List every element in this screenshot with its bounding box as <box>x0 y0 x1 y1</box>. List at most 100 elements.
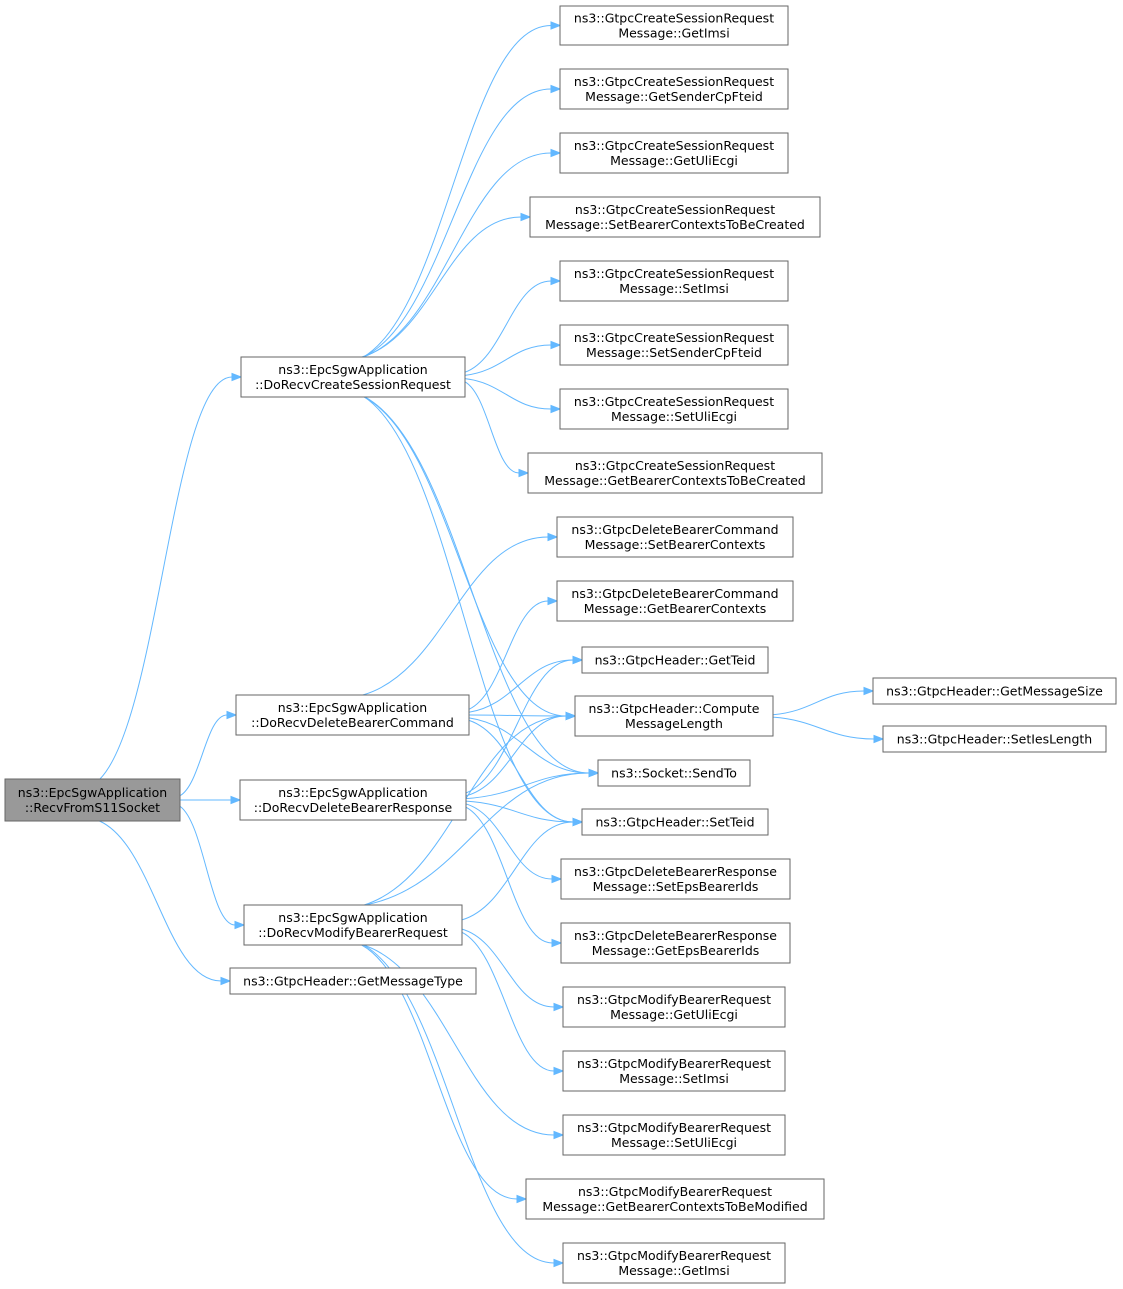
node-c6[interactable]: ns3::GtpcCreateSessionRequestMessage::Se… <box>559 324 789 366</box>
edge-ddbr-to-gteid <box>465 655 584 794</box>
edge-cml-to-gms <box>772 686 875 716</box>
edge-arrowhead <box>553 1002 565 1012</box>
edge-line <box>468 600 549 710</box>
node-m1[interactable]: ns3::GtpcModifyBearerRequestMessage::Get… <box>562 986 786 1028</box>
node-box <box>240 356 466 398</box>
node-gmt[interactable]: ns3::GtpcHeader::GetMessageType <box>229 967 477 995</box>
edge-line <box>363 88 552 358</box>
node-box <box>235 694 470 736</box>
edge-line <box>465 806 553 944</box>
edge-dcsr-to-c3 <box>363 148 562 358</box>
node-label-line: ns3::GtpcCreateSessionRequest <box>575 458 775 473</box>
node-box <box>574 695 774 737</box>
edge-line <box>468 719 574 823</box>
edge-arrowhead <box>516 1194 528 1204</box>
node-label-line: ns3::GtpcHeader::GetMessageType <box>243 974 463 989</box>
node-c1[interactable]: ns3::GtpcCreateSessionRequestMessage::Ge… <box>559 5 789 46</box>
edge-ddbc-to-gteid <box>468 655 584 713</box>
node-steid[interactable]: ns3::GtpcHeader::SetTeid <box>581 808 769 836</box>
edge-arrowhead <box>553 1258 565 1268</box>
edge-arrowhead <box>553 1066 565 1076</box>
edge-root-to-gmt <box>99 820 232 986</box>
node-label-line: ::RecvFromS11Socket <box>25 800 160 815</box>
edge-line <box>179 714 228 797</box>
edge-arrowhead <box>550 276 562 286</box>
node-r1[interactable]: ns3::GtpcDeleteBearerResponseMessage::Se… <box>560 858 791 900</box>
node-dcsr[interactable]: ns3::EpcSgwApplication::DoRecvCreateSess… <box>240 356 466 398</box>
edge-line <box>772 716 875 740</box>
node-c3[interactable]: ns3::GtpcCreateSessionRequestMessage::Ge… <box>559 132 789 174</box>
node-r2[interactable]: ns3::GtpcDeleteBearerResponseMessage::Ge… <box>560 922 791 964</box>
edge-ddbc-to-d2 <box>468 596 559 710</box>
edge-root-to-ddbc <box>179 710 238 797</box>
edge-arrowhead <box>231 372 243 382</box>
edge-dmbr-to-m1 <box>461 928 565 1012</box>
edge-ddbc-to-d1 <box>362 532 559 696</box>
node-label-line: ns3::GtpcDeleteBearerResponse <box>574 928 777 943</box>
node-gms[interactable]: ns3::GtpcHeader::GetMessageSize <box>872 677 1117 705</box>
node-dmbr[interactable]: ns3::EpcSgwApplication::DoRecvModifyBear… <box>243 904 463 946</box>
node-c2[interactable]: ns3::GtpcCreateSessionRequestMessage::Ge… <box>559 68 789 110</box>
edge-line <box>465 715 567 797</box>
node-box <box>597 759 751 787</box>
node-label-line: Message::SetEpsBearerIds <box>593 879 759 894</box>
node-label-line: ns3::GtpcCreateSessionRequest <box>575 202 775 217</box>
node-label-line: ns3::GtpcDeleteBearerCommand <box>571 586 778 601</box>
edge-arrowhead <box>234 920 246 930</box>
node-m5[interactable]: ns3::GtpcModifyBearerRequestMessage::Get… <box>562 1242 786 1284</box>
edge-line <box>361 216 522 358</box>
node-box <box>560 858 791 900</box>
edge-line <box>364 396 574 823</box>
node-m4[interactable]: ns3::GtpcModifyBearerRequestMessage::Get… <box>525 1178 825 1220</box>
edge-arrowhead <box>230 795 242 805</box>
node-label-line: Message::GetUliEcgi <box>610 1007 738 1022</box>
node-label-line: ns3::GtpcHeader::SetTeid <box>595 815 754 830</box>
node-box <box>559 132 789 174</box>
node-label-line: ns3::EpcSgwApplication <box>18 785 167 800</box>
node-box <box>872 677 1117 705</box>
node-d1[interactable]: ns3::GtpcDeleteBearerCommandMessage::Set… <box>556 516 794 558</box>
node-box <box>4 778 181 822</box>
node-box <box>239 779 467 821</box>
node-box <box>559 5 789 46</box>
edge-dcsr-to-c5 <box>464 276 562 373</box>
node-box <box>581 808 769 836</box>
node-c7[interactable]: ns3::GtpcCreateSessionRequestMessage::Se… <box>559 388 789 430</box>
node-m2[interactable]: ns3::GtpcModifyBearerRequestMessage::Set… <box>562 1050 786 1092</box>
edge-arrowhead <box>553 1130 565 1140</box>
edge-arrowhead <box>551 938 563 948</box>
node-c5[interactable]: ns3::GtpcCreateSessionRequestMessage::Se… <box>559 260 789 302</box>
edge-ddbc-to-steid <box>468 719 584 827</box>
node-label-line: ns3::GtpcCreateSessionRequest <box>574 138 774 153</box>
edge-line <box>461 821 574 921</box>
edge-root-to-ddbr <box>180 795 242 805</box>
node-label-line: ::DoRecvModifyBearerRequest <box>258 925 448 940</box>
node-c8[interactable]: ns3::GtpcCreateSessionRequestMessage::Ge… <box>527 452 823 494</box>
node-c4[interactable]: ns3::GtpcCreateSessionRequestMessage::Se… <box>529 196 821 238</box>
node-label-line: Message::SetSenderCpFteid <box>586 345 762 360</box>
node-send[interactable]: ns3::Socket::SendTo <box>597 759 751 787</box>
edge-line <box>363 944 555 1136</box>
edge-line <box>179 805 236 926</box>
node-m3[interactable]: ns3::GtpcModifyBearerRequestMessage::Set… <box>562 1114 786 1156</box>
edge-dcsr-to-c7 <box>464 378 562 414</box>
node-ddbc[interactable]: ns3::EpcSgwApplication::DoRecvDeleteBear… <box>235 694 470 736</box>
edge-ddbr-to-r1 <box>465 803 563 884</box>
node-label-line: ns3::GtpcModifyBearerRequest <box>578 1184 772 1199</box>
node-box <box>529 196 821 238</box>
edge-line <box>465 659 574 794</box>
node-label-line: ns3::EpcSgwApplication <box>278 700 427 715</box>
edge-line <box>468 714 567 717</box>
node-sil[interactable]: ns3::GtpcHeader::SetIesLength <box>882 725 1107 753</box>
edge-arrowhead <box>547 596 559 606</box>
node-label-line: ns3::GtpcDeleteBearerResponse <box>574 864 777 879</box>
node-d2[interactable]: ns3::GtpcDeleteBearerCommandMessage::Get… <box>556 580 794 622</box>
edge-line <box>461 928 555 1008</box>
edge-root-to-dcsr <box>99 372 243 780</box>
edge-arrowhead <box>550 84 562 94</box>
node-label-line: Message::GetBearerContextsToBeCreated <box>544 473 805 488</box>
node-ddbr[interactable]: ns3::EpcSgwApplication::DoRecvDeleteBear… <box>239 779 467 821</box>
node-gteid[interactable]: ns3::GtpcHeader::GetTeid <box>581 646 769 674</box>
